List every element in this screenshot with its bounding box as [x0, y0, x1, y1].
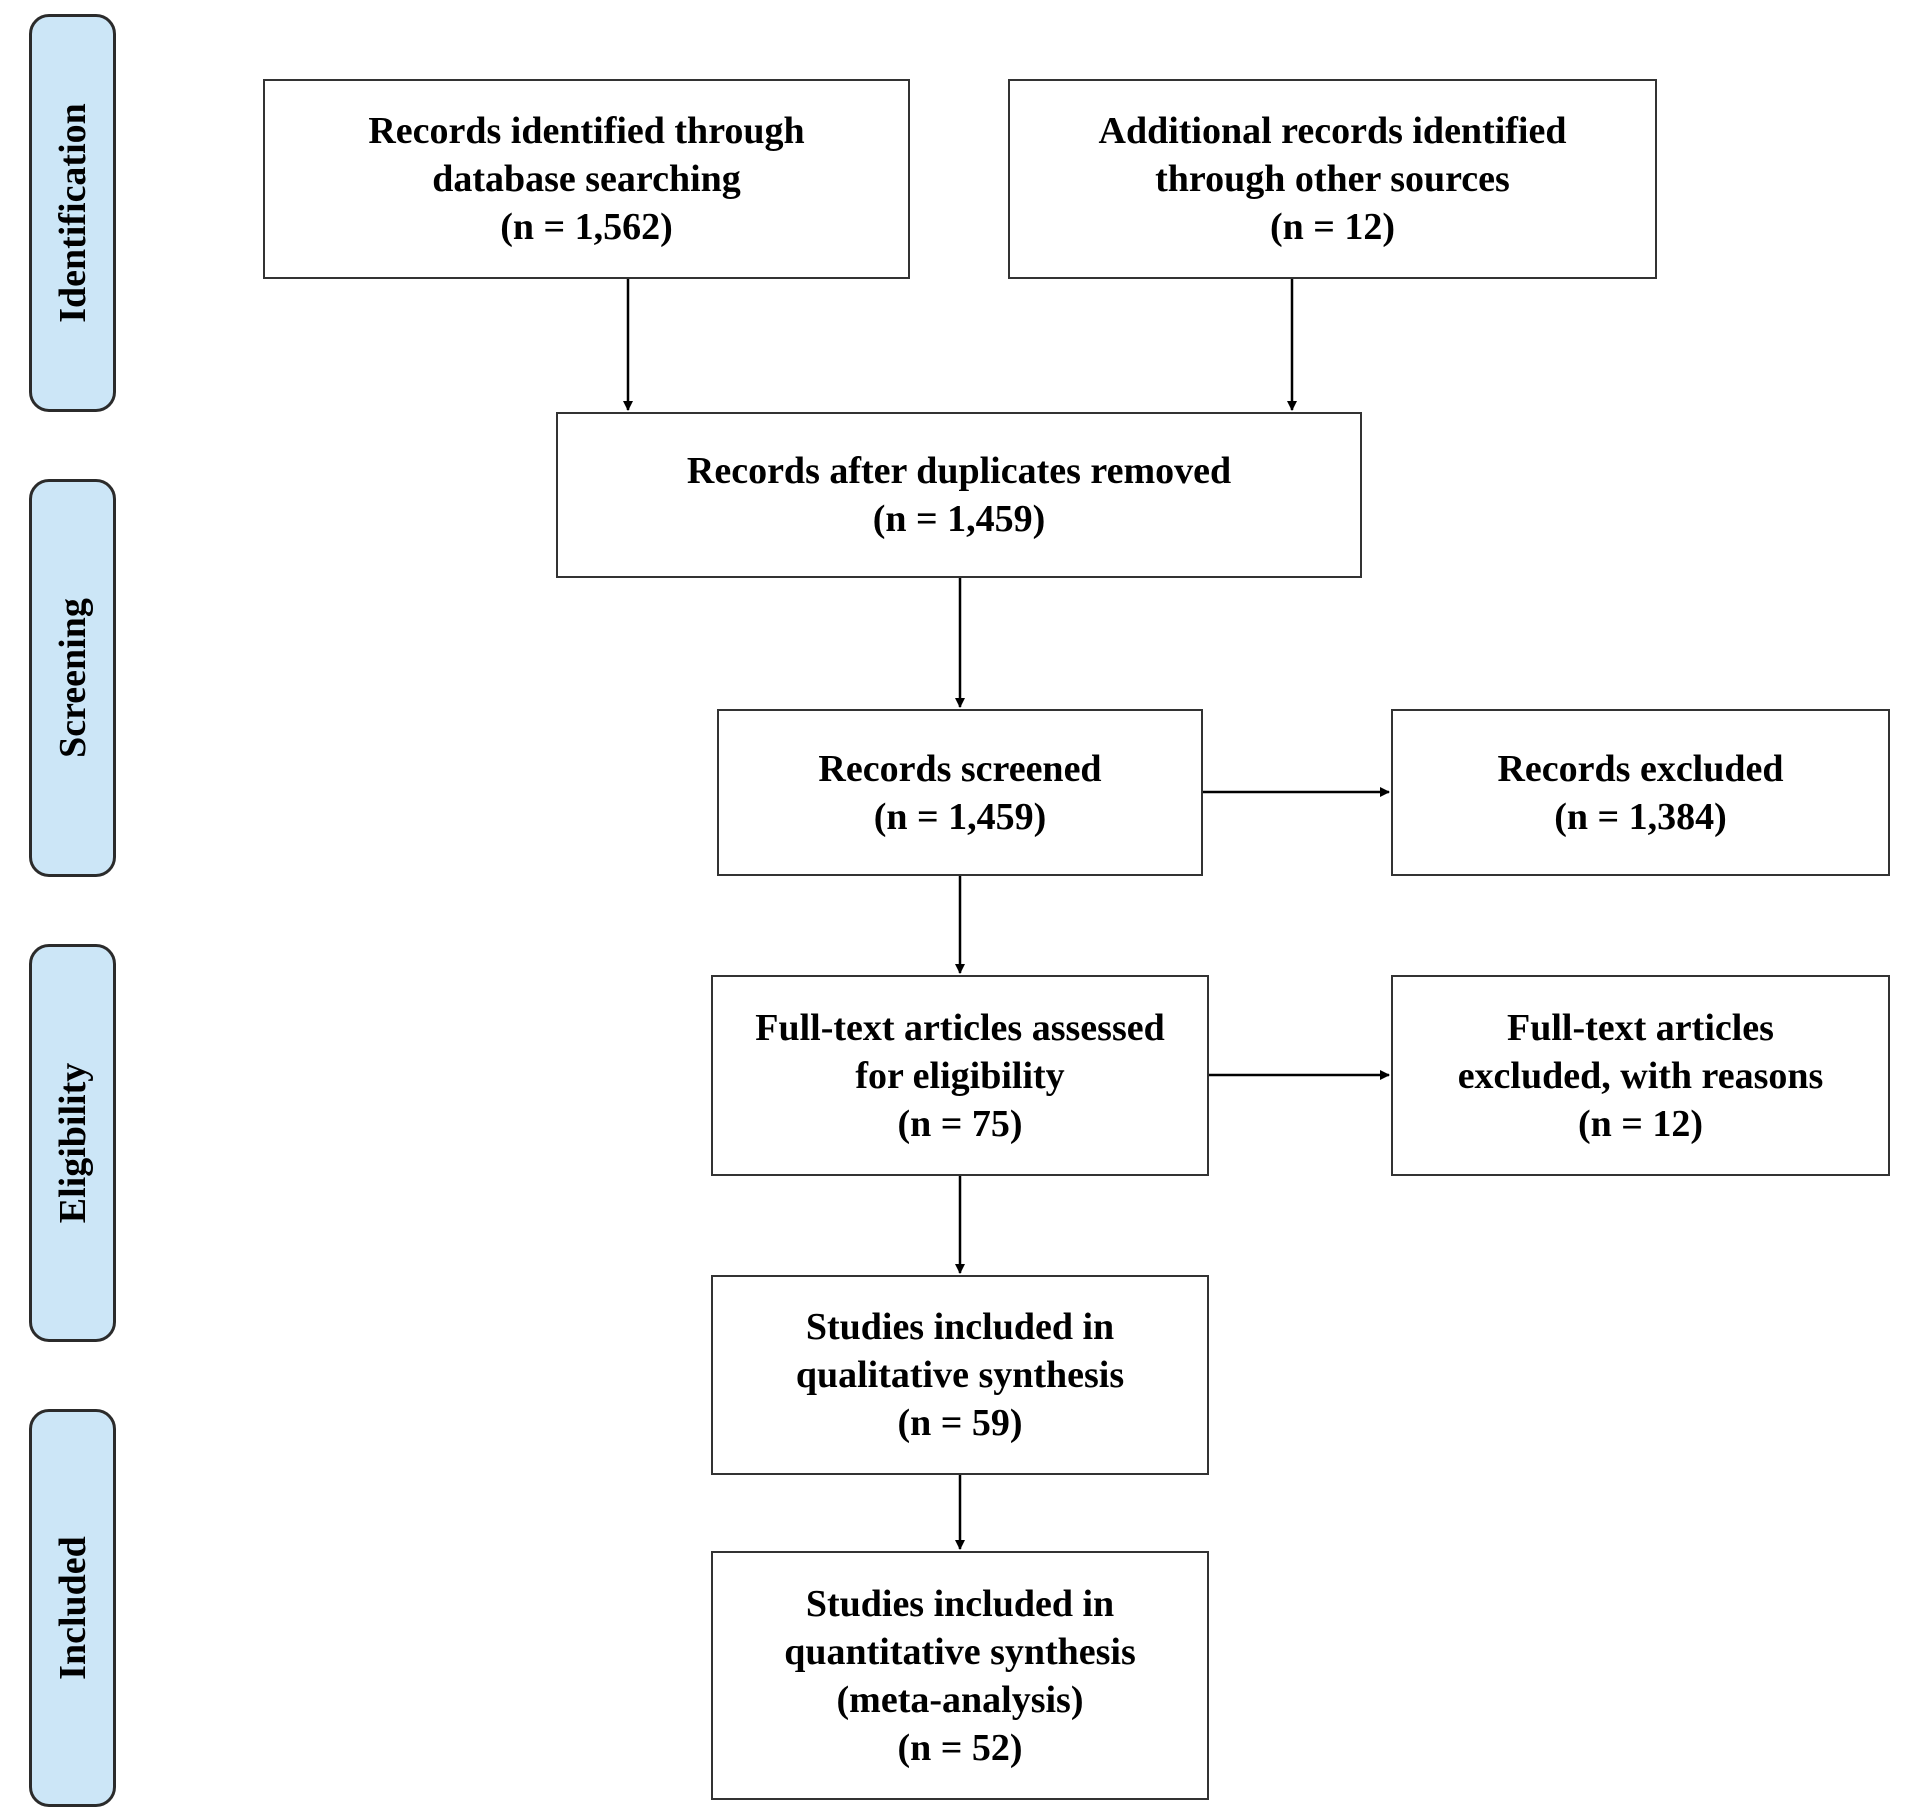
phase-eligibility-label: Eligibility — [51, 1062, 94, 1224]
box-text: Records excluded — [1497, 747, 1784, 790]
box-text: Records screened — [818, 747, 1102, 790]
box-count: (n = 1,384) — [1554, 795, 1727, 838]
box-quantitative-synthesis: Studies included in quantitative synthes… — [711, 1551, 1209, 1800]
box-count: (n = 1,459) — [872, 498, 1046, 540]
box-records-excluded: Records excluded (n = 1,384) — [1391, 709, 1890, 876]
box-count: (n = 1,562) — [500, 206, 673, 248]
box-database-searching: Records identified through database sear… — [263, 79, 910, 279]
box-text: excluded, with reasons — [1457, 1054, 1824, 1097]
box-text: Studies included in — [805, 1582, 1115, 1625]
phase-screening-label: Screening — [51, 598, 94, 758]
box-text: Studies included in — [805, 1306, 1115, 1348]
phase-included: Included — [29, 1409, 116, 1807]
phase-identification: Identification — [29, 14, 116, 412]
box-fulltext-assessed: Full-text articles assessed for eligibil… — [711, 975, 1209, 1176]
box-fulltext-excluded: Full-text articles excluded, with reason… — [1391, 975, 1890, 1176]
box-text: database searching — [432, 158, 741, 200]
box-text: (meta-analysis) — [836, 1678, 1084, 1721]
box-text: Records after duplicates removed — [686, 450, 1232, 492]
box-records-screened: Records screened (n = 1,459) — [717, 709, 1203, 876]
box-text: Additional records identified — [1098, 110, 1567, 152]
box-other-sources: Additional records identified through ot… — [1008, 79, 1657, 279]
box-qualitative-synthesis: Studies included in qualitative synthesi… — [711, 1275, 1209, 1475]
box-count: (n = 59) — [897, 1402, 1023, 1444]
box-count: (n = 75) — [897, 1102, 1023, 1145]
box-count: (n = 12) — [1577, 1102, 1704, 1145]
phase-screening: Screening — [29, 479, 116, 877]
box-after-duplicates: Records after duplicates removed (n = 1,… — [556, 412, 1362, 578]
box-text: Full-text articles — [1507, 1006, 1774, 1049]
box-count: (n = 12) — [1269, 206, 1396, 248]
box-text: through other sources — [1155, 158, 1510, 200]
phase-identification-label: Identification — [51, 103, 94, 323]
box-text: qualitative synthesis — [795, 1354, 1125, 1396]
box-text: for eligibility — [855, 1054, 1065, 1097]
box-text: Records identified through — [368, 110, 805, 152]
box-text: quantitative synthesis — [784, 1630, 1136, 1673]
phase-eligibility: Eligibility — [29, 944, 116, 1342]
box-count: (n = 1,459) — [873, 795, 1047, 838]
phase-included-label: Included — [51, 1536, 94, 1680]
box-text: Full-text articles assessed — [755, 1006, 1165, 1049]
box-count: (n = 52) — [897, 1726, 1023, 1769]
